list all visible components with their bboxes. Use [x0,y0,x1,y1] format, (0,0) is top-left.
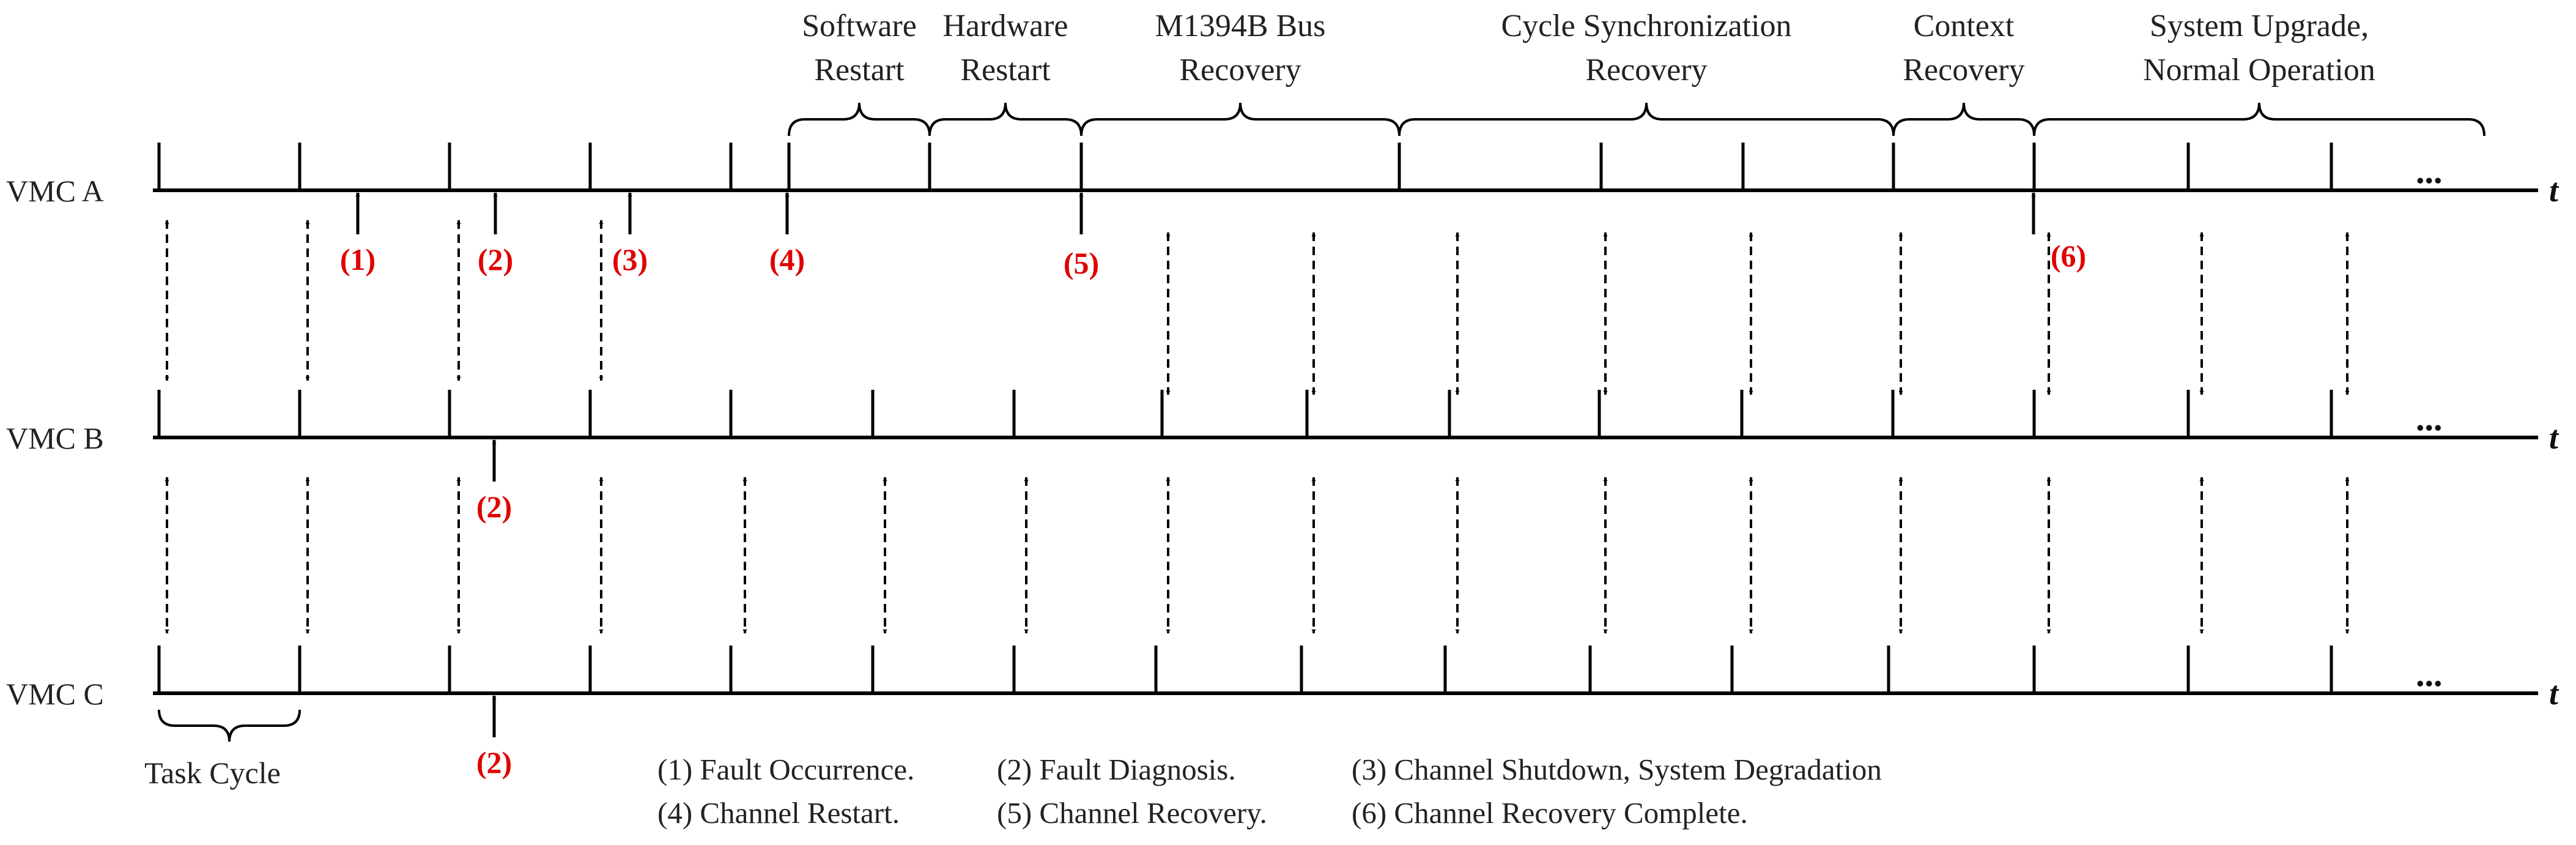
phase-bracket [788,102,931,136]
phase-bracket [1080,102,1401,136]
timeline-label: VMC B [6,421,104,455]
legend-item: (5) Channel Recovery. [997,796,1267,830]
phase-label: Context [1914,9,2015,43]
legend-item: (1) Fault Occurrence. [657,753,914,786]
phase-label: Hardware [943,9,1068,43]
task-cycle-bracket [158,709,301,742]
legend-item: (3) Channel Shutdown, System Degradation [1352,753,1882,786]
event-marker-label: (2) [478,242,513,277]
phase-bracket [1892,102,2035,136]
phase-label: Restart [960,53,1051,87]
phase-label: Recovery [1903,53,2024,87]
legend-item: (4) Channel Restart. [657,796,900,830]
event-marker-label: (4) [769,242,805,277]
phase-bracket [1398,102,1895,136]
phase-label: M1394B Bus [1155,9,1326,43]
event-marker-label: (2) [476,490,512,524]
phase-label: Recovery [1585,53,1707,87]
legend-item: (6) Channel Recovery Complete. [1352,796,1748,830]
phase-label: System Upgrade, [2150,9,2369,43]
phase-label: Normal Operation [2143,53,2375,87]
continuation-ellipsis: ... [2416,151,2443,191]
time-axis-symbol: t [2549,172,2559,209]
event-marker-label: (1) [340,242,376,277]
phase-bracket [2033,102,2485,136]
continuation-ellipsis: ... [2416,654,2443,694]
phase-label: Restart [814,53,905,87]
task-cycle-label: Task Cycle [144,756,281,790]
event-marker-label: (5) [1064,246,1099,280]
phase-bracket [928,102,1083,136]
phase-label: Software [802,9,917,43]
timeline-label: VMC C [6,677,104,711]
time-axis-symbol: t [2549,675,2559,712]
event-marker-label: (6) [2051,239,2086,273]
phase-label: Recovery [1179,53,1301,87]
timeline-label: VMC A [6,174,104,208]
continuation-ellipsis: ... [2416,398,2443,438]
event-marker-label: (2) [476,745,512,780]
phase-label: Cycle Synchronization [1501,9,1791,43]
legend-item: (2) Fault Diagnosis. [997,753,1236,786]
time-axis-symbol: t [2549,419,2559,456]
event-marker-label: (3) [612,242,648,277]
